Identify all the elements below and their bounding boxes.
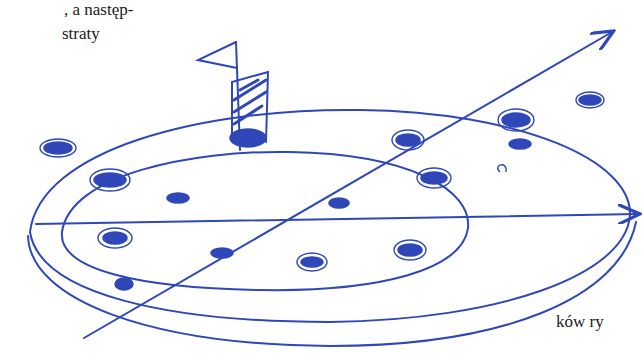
axis-line — [84, 32, 612, 338]
text-fragment: , a następ- — [64, 0, 133, 20]
dot-swirls — [40, 92, 604, 271]
text-fragment: ków ry — [556, 312, 604, 332]
axis-line — [36, 214, 638, 224]
candle-dots — [44, 95, 601, 290]
pennant — [198, 42, 237, 68]
text-fragment: straty — [62, 24, 100, 44]
disc-side — [28, 222, 636, 346]
flag-hatching — [234, 80, 266, 124]
